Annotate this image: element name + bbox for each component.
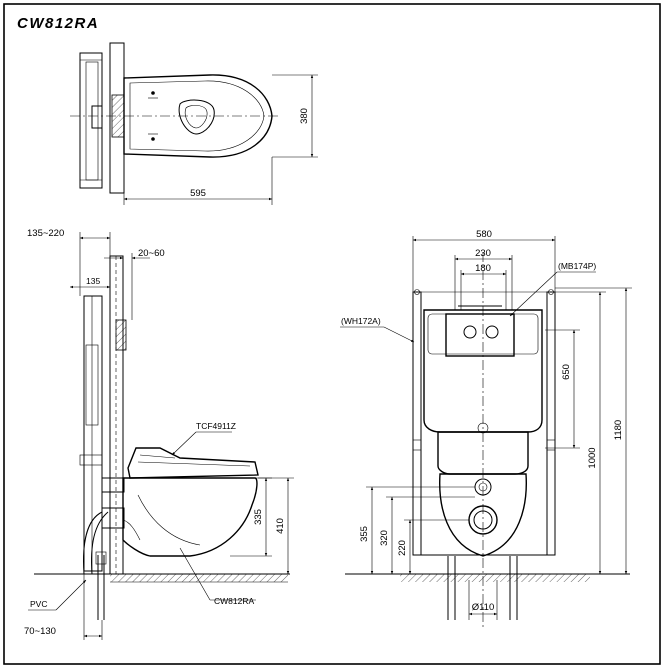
dim-320: 320 xyxy=(379,530,390,546)
dim-335: 335 xyxy=(253,509,264,525)
dim-width-595: 595 xyxy=(190,188,206,199)
front-frame-left xyxy=(412,291,422,556)
dim-180: 180 xyxy=(475,263,491,274)
front-floor-hatch xyxy=(400,574,590,582)
dim-410: 410 xyxy=(275,518,286,534)
side-bowl xyxy=(122,477,258,557)
dim-355: 355 xyxy=(359,526,370,542)
dim-dia110: Ø110 xyxy=(472,602,495,613)
side-seat xyxy=(127,447,259,479)
dim-1000: 1000 xyxy=(587,447,598,468)
front-frame-right xyxy=(546,291,556,556)
drawing-border xyxy=(3,3,661,665)
dim-135-220: 135~220 xyxy=(27,228,64,239)
label-seat: TCF4911Z xyxy=(196,421,236,431)
side-frame xyxy=(83,295,103,572)
side-button-ribs xyxy=(115,319,127,351)
top-frame xyxy=(79,52,103,189)
dim-650: 650 xyxy=(561,364,572,380)
label-bowl: CW812RA xyxy=(214,596,254,606)
label-pvc: PVC xyxy=(30,599,47,609)
dim-70-130: 70~130 xyxy=(24,626,56,637)
label-flush-plate: (MB174P) xyxy=(558,261,596,271)
dim-230: 230 xyxy=(475,248,491,259)
dim-depth-380: 380 xyxy=(299,108,310,124)
side-floor-hatch xyxy=(110,574,288,582)
dim-580: 580 xyxy=(476,229,492,240)
side-wall xyxy=(109,255,124,575)
front-flush-plate xyxy=(445,313,515,357)
dim-1180: 1180 xyxy=(613,420,624,440)
side-view: 335 410 135~220 20~60 135 TCF4911Z CW812… xyxy=(24,228,294,640)
dim-135: 135 xyxy=(86,276,100,286)
front-view: 580 230 180 (MB174P) (WH172A) 650 1000 1… xyxy=(340,229,632,630)
top-view: 380 595 xyxy=(70,42,318,205)
dim-20-60: 20~60 xyxy=(138,248,165,259)
dim-220: 220 xyxy=(397,540,408,556)
side-pvc-pipe xyxy=(83,511,103,575)
top-bowl xyxy=(123,74,273,158)
label-frame: (WH172A) xyxy=(341,316,381,326)
front-bowl xyxy=(439,473,527,557)
model-title: CW812RA xyxy=(17,15,99,32)
